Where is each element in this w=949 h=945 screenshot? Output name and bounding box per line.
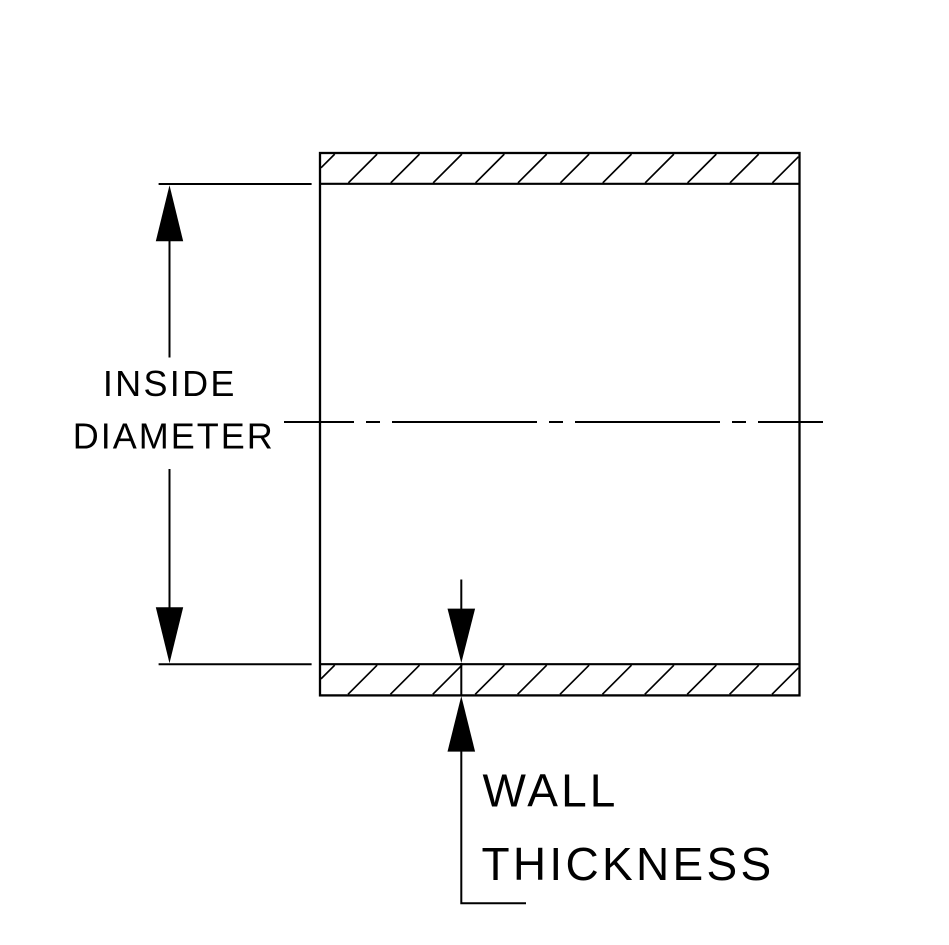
- wall-thickness-label-line2: THICKNESS: [482, 838, 775, 890]
- top-wall-hatching: [320, 153, 800, 184]
- tube-body-outline: [318, 151, 801, 697]
- inside-diameter-label-line2: DIAMETER: [73, 416, 275, 457]
- inside-diameter-arrow-up-icon: [155, 185, 184, 242]
- wall-thickness-arrow-down-icon: [447, 608, 476, 663]
- inside-diameter-arrow-down-icon: [155, 607, 184, 664]
- wall-thickness-label-line1: WALL: [483, 765, 619, 817]
- wall-thickness-leader-tail: [460, 748, 526, 905]
- bottom-wall-hatching: [320, 664, 800, 695]
- wall-thickness-arrow-up-icon: [447, 696, 476, 752]
- inside-diameter-label-line1: INSIDE: [103, 363, 237, 404]
